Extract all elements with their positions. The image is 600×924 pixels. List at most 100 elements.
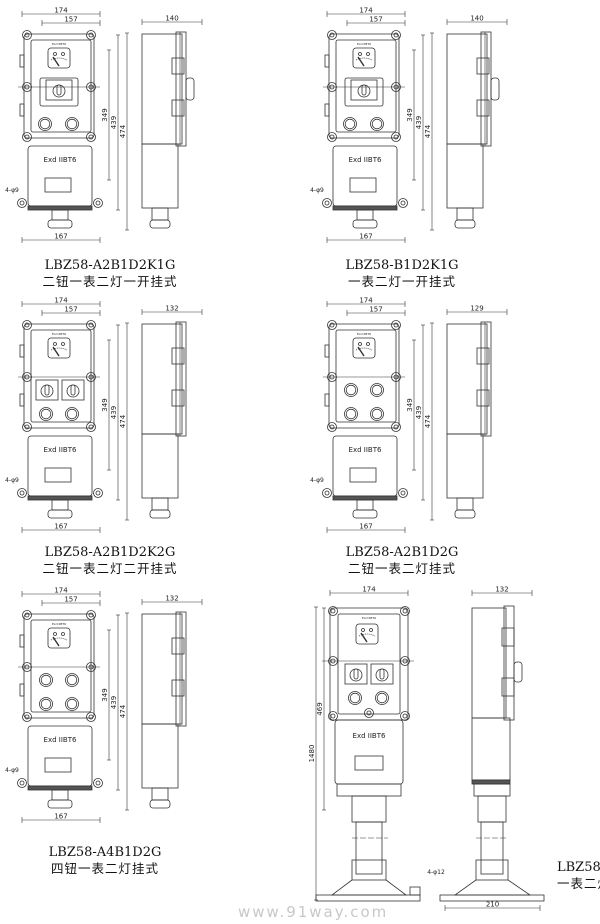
width-inner-dimension: 157 [64, 596, 77, 604]
holes-label: 4-φ9 [310, 187, 324, 194]
side-gland [151, 787, 169, 801]
pushbutton-icon [370, 407, 384, 421]
meter-screw [361, 628, 365, 632]
nameplate [44, 467, 72, 483]
ex-marking-label: Exd IIBT6 [349, 156, 382, 164]
height-474-dimension: 474 [424, 124, 432, 138]
base-block [473, 783, 511, 797]
bolt-center [402, 713, 408, 719]
column [480, 821, 504, 875]
bolt-center [393, 424, 399, 430]
height-349-dimension: 349 [101, 398, 109, 411]
meter-scale [355, 347, 373, 351]
bolt-center [329, 322, 335, 328]
bolt-center [366, 710, 372, 716]
upper-enclosure [329, 607, 409, 721]
meter-needle [52, 56, 60, 67]
height-474-dimension: 474 [119, 704, 127, 718]
height-474-dimension: 474 [424, 414, 432, 428]
bolt-center [88, 714, 94, 720]
side-switch-knob [513, 661, 523, 683]
side-switch-knob [490, 77, 500, 101]
description-label: 二钮一表二灯二开挂式 [42, 561, 178, 576]
button-ring [38, 117, 52, 131]
holes-label: 4-φ9 [5, 477, 19, 484]
bolt-center [24, 714, 30, 720]
side-flange [175, 611, 187, 727]
side-hinge [171, 389, 185, 407]
model-label: LBZ58-A2B1D2G [345, 545, 459, 560]
side-flange [175, 321, 187, 437]
hinge [324, 54, 330, 68]
description-label: 一表二灯 [557, 876, 600, 891]
button-ring [370, 407, 384, 421]
ex-marking-label: Exd IIBT6 [349, 446, 382, 454]
button-cap [39, 118, 51, 130]
bolt-center [393, 322, 399, 328]
side-lower [446, 143, 484, 209]
gland-nut [352, 509, 378, 519]
pushbutton-icon [348, 691, 362, 705]
meter-screw [366, 342, 370, 346]
button-cap [40, 674, 52, 686]
bolt-icon [22, 712, 32, 722]
side-hinge [476, 347, 490, 365]
bolt-center [88, 322, 94, 328]
meter-scale [50, 347, 68, 351]
width-outer-dimension: 174 [54, 297, 68, 305]
base-cone [330, 879, 408, 896]
side-view: 132 [141, 595, 203, 809]
switch-frame [344, 77, 384, 107]
button-cap [371, 384, 383, 396]
ex-marking-label: Exd IIBT6 [353, 732, 386, 740]
bolt-center [19, 490, 25, 496]
bolt-icon [398, 488, 408, 498]
gland-nut [47, 219, 73, 229]
meter-scale [358, 633, 376, 637]
switch-handle [379, 668, 385, 680]
column-collar [475, 859, 509, 881]
side-flange [480, 31, 492, 147]
bolt-center [24, 424, 30, 430]
side-lower [471, 717, 511, 781]
side-hinge [171, 347, 185, 365]
base-block [336, 783, 402, 797]
bolt-icon [22, 132, 32, 142]
meter-face [47, 337, 71, 359]
meter-icon [352, 337, 376, 359]
bolt-icon [391, 320, 401, 330]
button-cap [376, 692, 388, 704]
hinge [19, 344, 25, 358]
height-439-dimension: 439 [110, 406, 118, 419]
meter-icon [47, 337, 71, 359]
column-top [477, 795, 507, 823]
height-439-dimension: 439 [110, 116, 118, 129]
meter-face [352, 337, 376, 359]
side-view: 140 [141, 15, 203, 229]
bolt-icon [327, 422, 337, 432]
cable-gland [356, 209, 374, 221]
cable-gland [51, 209, 69, 221]
rotary-switch-icon [45, 79, 73, 101]
upper-cover [335, 39, 397, 133]
ex-marking-label: Exd IIBT6 [44, 736, 77, 744]
height-349-dimension: 349 [406, 398, 414, 411]
hinge [324, 393, 330, 407]
rotary-switch-icon [61, 379, 85, 401]
hinge [19, 393, 25, 407]
meter-needle [360, 632, 368, 643]
meter-screw [358, 342, 362, 346]
width-inner-dimension: 157 [369, 16, 382, 24]
button-cap [371, 118, 383, 130]
bolt-icon [391, 132, 401, 142]
bolt-icon [93, 778, 103, 788]
gland-nut [352, 219, 378, 229]
bolt-icon [327, 30, 337, 40]
